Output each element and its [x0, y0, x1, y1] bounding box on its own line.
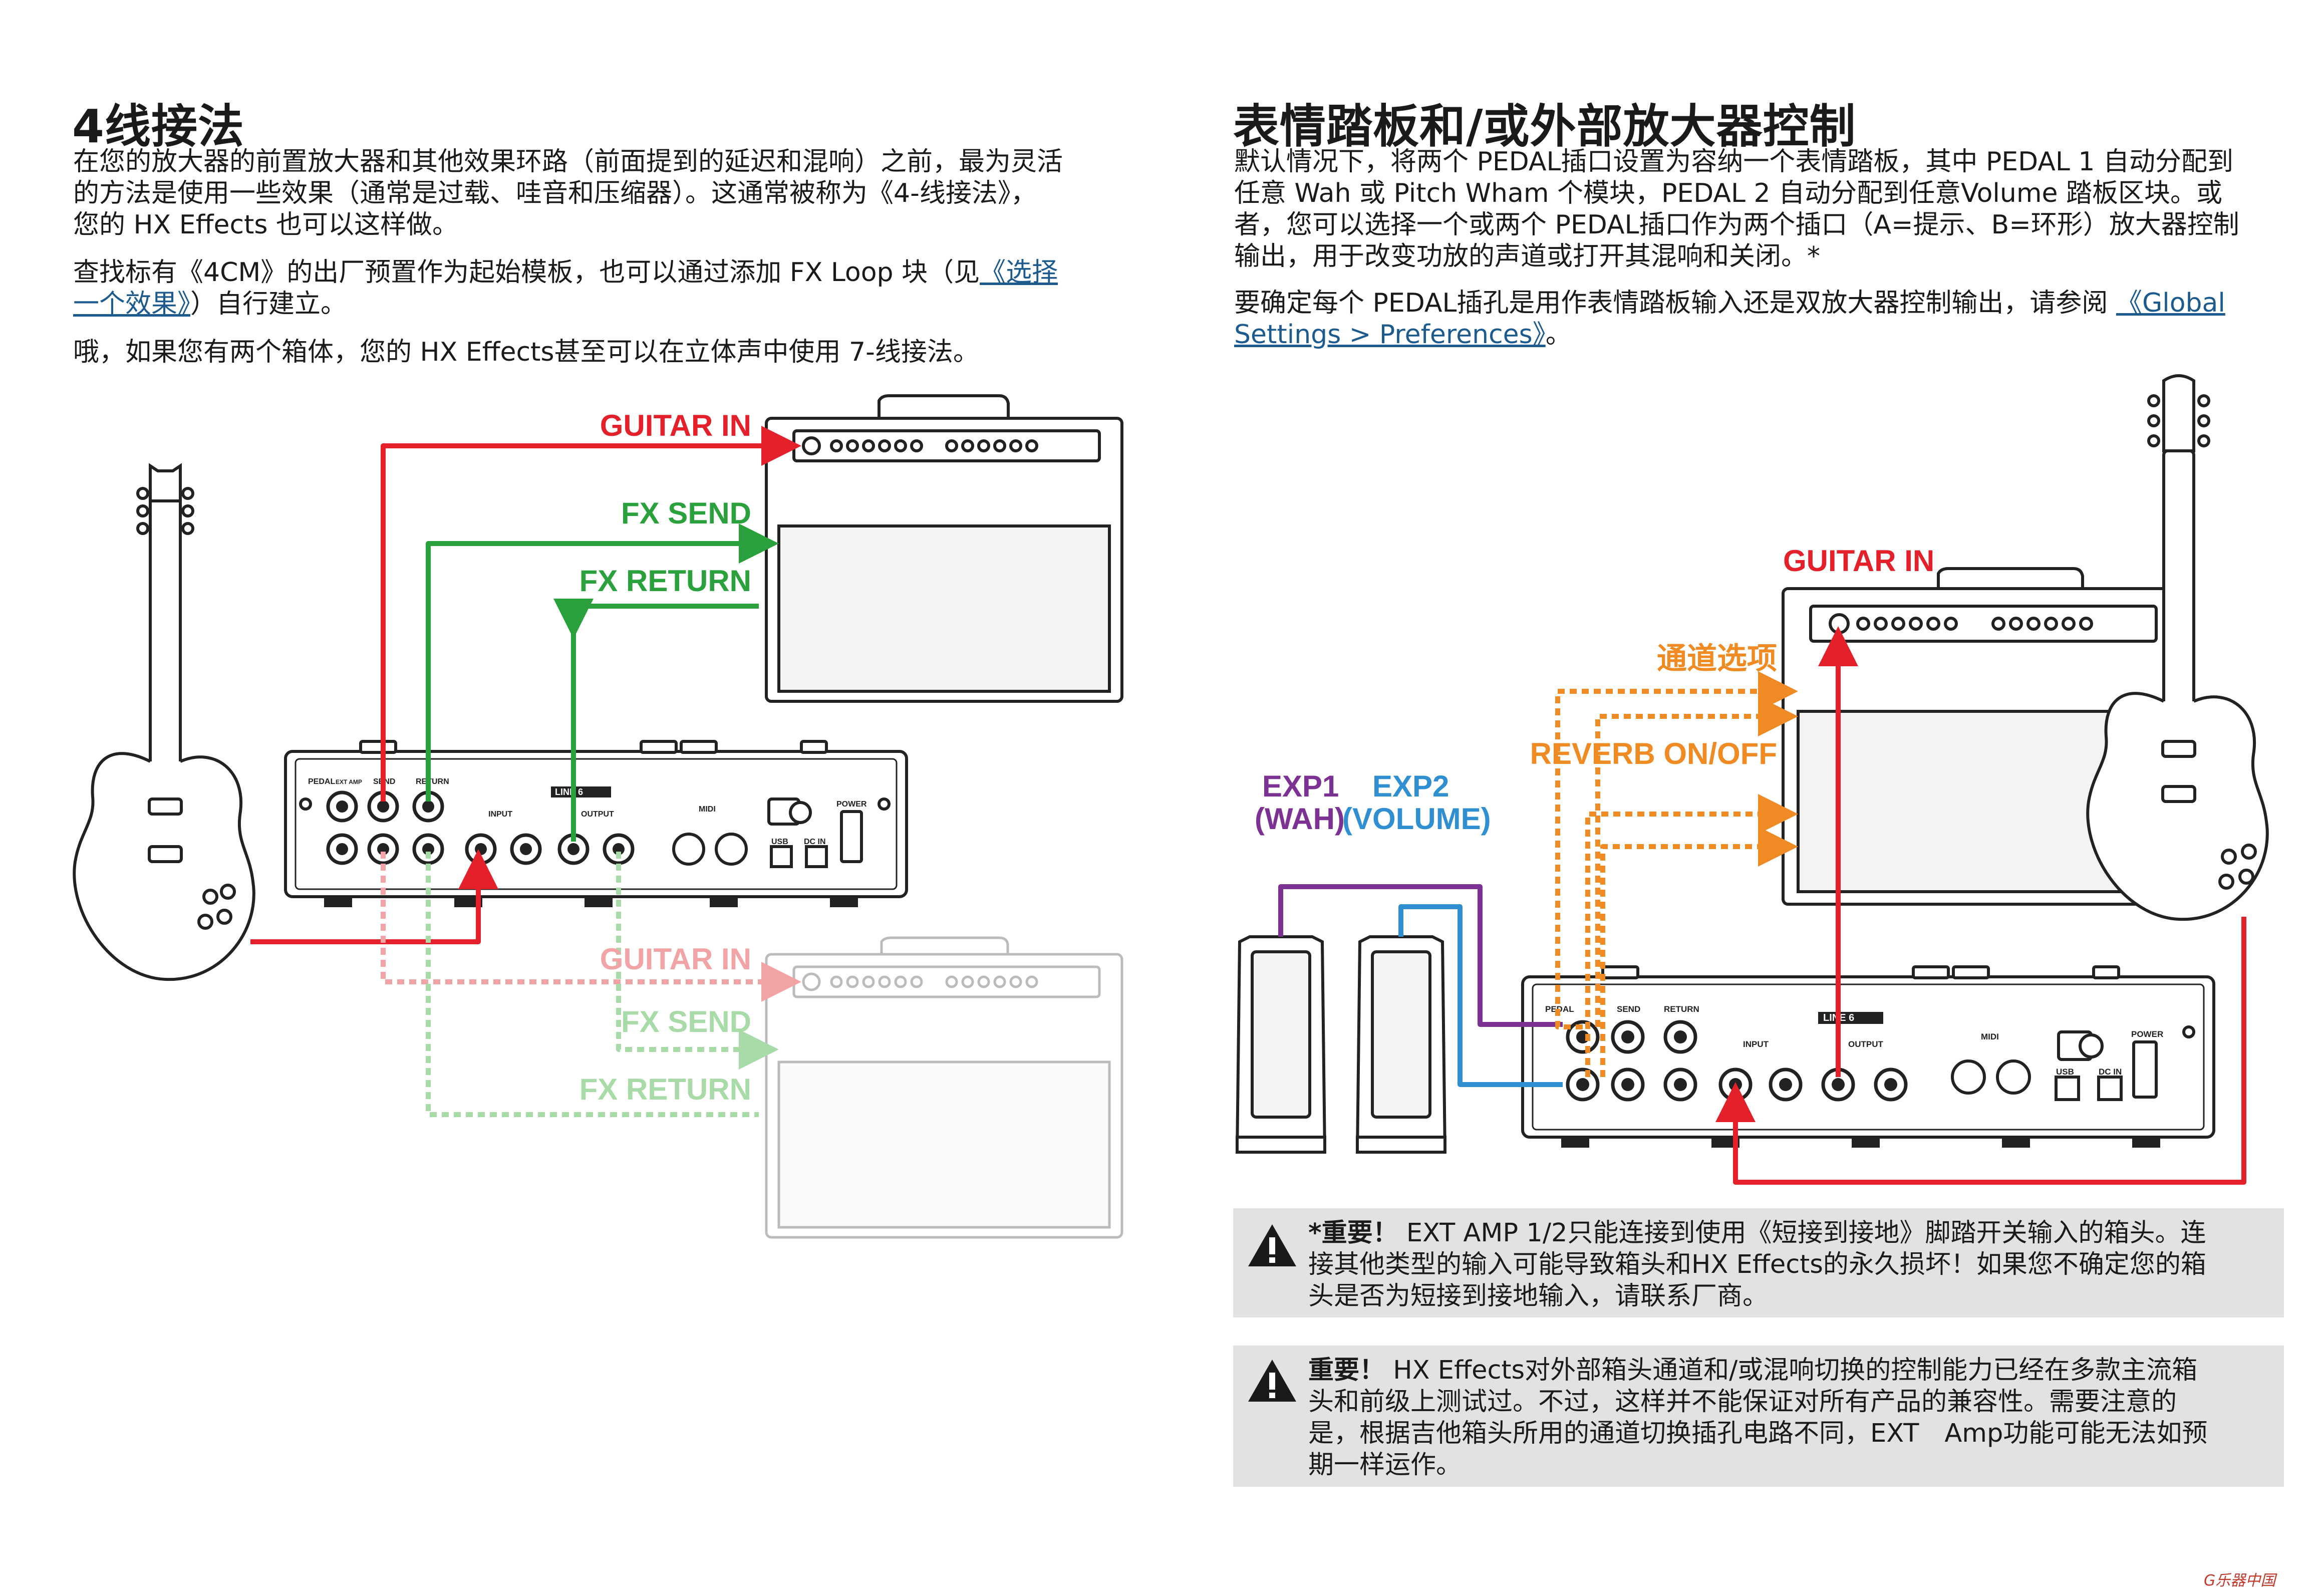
text-line: 期一样运作。 — [1308, 1450, 1462, 1480]
label-reverb-onoff: REVERB ON/OFF — [1530, 737, 1777, 770]
unit-label: DC IN — [804, 838, 826, 846]
text-line: 接其他类型的输入可能导致箱头和HX Effects的永久损坏！如果您不确定您的箱 — [1308, 1250, 2206, 1279]
label-exp2: EXP2 — [1372, 769, 1449, 803]
link-choose-effect[interactable]: 《选择 — [980, 257, 1058, 288]
amp-right — [1782, 567, 2170, 906]
paragraph-4cm-intro: 在您的放大器的前置放大器和其他效果环路（前面提到的延迟和混响）之前，最为灵活 的… — [73, 146, 1145, 241]
unit-label: USB — [771, 838, 788, 846]
cable-fx-send — [426, 523, 779, 802]
section-title-4cm: 4线接法 — [72, 100, 245, 153]
label-channel-select: 通道选项 — [1657, 642, 1777, 675]
unit-label: POWER — [836, 800, 867, 809]
paragraph-exp-prefs: 要确定每个 PEDAL插孔是用作表情踏板输入还是双放大器控制输出，请参阅 《Gl… — [1234, 288, 2291, 351]
label-fx-send-2: FX SEND — [621, 1005, 751, 1038]
text-span: 。 — [1545, 320, 1572, 350]
text-span: 要确定每个 PEDAL插孔是用作表情踏板输入还是双放大器控制输出，请参阅 — [1234, 288, 2108, 318]
label-guitar-in-right: GUITAR IN — [1783, 544, 1934, 578]
link-global-settings[interactable]: 《Global — [2116, 288, 2225, 318]
unit-labels-left: PEDAL EXT AMP SEND RETURN INPUT OUTPUT M… — [308, 777, 867, 846]
unit-label: OUTPUT — [581, 810, 614, 819]
unit-label: MIDI — [1981, 1032, 1999, 1041]
paragraph-4cm-template: 查找标有《4CM》的出厂预置作为起始模板，也可以通过添加 FX Loop 块（见… — [73, 257, 1145, 320]
text-line: 的方法是使用一些效果（通常是过载、哇音和压缩器）。这通常被称为《4-线接法》， — [73, 178, 1037, 208]
amp-top-left — [765, 394, 1123, 703]
warning-text: *重要！ EXT AMP 1/2只能连接到使用《短接到接地》脚踏开关输入的箱头。… — [1308, 1217, 2269, 1312]
text-line: 是，根据吉他箱头所用的通道切换插孔电路不同，EXT Amp功能可能无法如预 — [1308, 1419, 2208, 1448]
unit-label: MIDI — [699, 805, 716, 814]
text-line: 任意 Wah 或 Pitch Wham 个模块，PEDAL 2 自动分配到任意V… — [1234, 178, 2223, 208]
text-line: 头是否为短接到接地输入，请联系厂商。 — [1308, 1281, 1769, 1311]
warning-bold: 重要！ — [1308, 1356, 1385, 1385]
diagram-labels-right: GUITAR IN 通道选项 REVERB ON/OFF EXP1 (WAH) … — [1255, 544, 1934, 836]
section-title-exp-pedal: 表情踏板和/或外部放大器控制 — [1233, 100, 1856, 153]
cable-guitar-to-input-right — [1715, 917, 2246, 1185]
text-line: 者，您可以选择一个或两个 PEDAL插口作为两个插口（A=提示、B=环形）放大器… — [1234, 210, 2239, 240]
cable-exp1-wah — [1278, 884, 1563, 1027]
label-exp1: EXP1 — [1262, 769, 1339, 803]
cable-output-right-faded — [616, 852, 779, 1070]
unit-label: PEDAL — [308, 777, 335, 786]
warning-icon — [1248, 1224, 1296, 1266]
text-line: 默认情况下，将两个 PEDAL插口设置为容纳一个表情踏板，其中 PEDAL 1 … — [1234, 147, 2233, 177]
unit-label: RETURN — [1664, 1004, 1699, 1014]
link-choose-effect-cont[interactable]: 一个效果》 — [73, 289, 191, 319]
watermark: G乐器中国 — [2204, 1572, 2276, 1589]
unit-label: INPUT — [1743, 1039, 1769, 1049]
warning-text: 重要！ HX Effects对外部箱头通道和/或混响切换的控制能力已经在多款主流… — [1308, 1355, 2269, 1481]
cable-send-to-guitar-in — [381, 426, 801, 802]
link-global-settings-cont[interactable]: Settings > Preferences》 — [1234, 320, 1546, 350]
label-fx-return: FX RETURN — [579, 564, 751, 598]
text-span: ）自行建立。 — [190, 289, 347, 319]
paragraph-exp-intro: 默认情况下，将两个 PEDAL插口设置为容纳一个表情踏板，其中 PEDAL 1 … — [1234, 146, 2291, 273]
unit-label: EXT AMP — [336, 778, 362, 785]
warning-icon — [1248, 1360, 1296, 1402]
guitar-left — [73, 463, 255, 981]
text-line: 头和前级上测试过。不过，这样并不能保证对所有产品的兼容性。需要注意的 — [1308, 1387, 2177, 1417]
unit-label: DC IN — [2099, 1067, 2122, 1077]
label-exp2-sub: (VOLUME) — [1342, 802, 1491, 836]
warning-box-compatibility: 重要！ HX Effects对外部箱头通道和/或混响切换的控制能力已经在多款主流… — [1233, 1346, 2284, 1487]
brand-logo: LINE 6 — [555, 787, 583, 797]
cable-exp2-volume — [1398, 904, 1563, 1087]
amp-bottom-left-faded — [765, 936, 1123, 1239]
label-guitar-in-2: GUITAR IN — [600, 942, 751, 976]
unit-label: SEND — [1617, 1004, 1640, 1014]
unit-label: OUTPUT — [1848, 1039, 1884, 1049]
cable-reverb-b — [1600, 827, 1798, 1077]
paragraph-7cm: 哦，如果您有两个箱体，您的 HX Effects甚至可以在立体声中使用 7-线接… — [73, 337, 979, 367]
warning-bold: *重要！ — [1308, 1218, 1398, 1248]
unit-label: INPUT — [488, 810, 512, 819]
unit-label: POWER — [2131, 1029, 2163, 1039]
label-exp1-sub: (WAH) — [1255, 802, 1345, 836]
text-line: 您的 HX Effects 也可以这样做。 — [73, 210, 459, 240]
text-span: 查找标有《4CM》的出厂预置作为起始模板，也可以通过添加 FX Loop 块（见 — [73, 257, 980, 288]
cable-return2-faded — [426, 852, 759, 1117]
text-line: 在您的放大器的前置放大器和其他效果环路（前面提到的延迟和混响）之前，最为灵活 — [73, 147, 1063, 177]
cable-guitar-to-input — [250, 849, 498, 944]
warning-box-ext-amp: *重要！ EXT AMP 1/2只能连接到使用《短接到接地》脚踏开关输入的箱头。… — [1233, 1208, 2284, 1317]
text-line: 输出，用于改变功放的声道或打开其混响和关闭。* — [1234, 241, 1821, 272]
unit-label: RETURN — [416, 777, 449, 786]
label-fx-return-2: FX RETURN — [579, 1073, 751, 1106]
diagram-labels-left: GUITAR IN FX SEND FX RETURN GUITAR IN FX… — [579, 409, 751, 1106]
hx-effects-unit-left — [284, 740, 908, 907]
label-fx-send: FX SEND — [621, 496, 751, 530]
expression-pedals — [1235, 935, 1447, 1154]
cable-reverb-a — [1585, 794, 1798, 1077]
label-guitar-in: GUITAR IN — [600, 409, 751, 442]
text-span: EXT AMP 1/2只能连接到使用《短接到接地》脚踏开关输入的箱头。连 — [1398, 1218, 2206, 1248]
hx-effects-unit-right — [1521, 965, 2215, 1148]
unit-label: USB — [2056, 1067, 2074, 1077]
text-span: HX Effects对外部箱头通道和/或混响切换的控制能力已经在多款主流箱 — [1385, 1356, 2198, 1385]
cable-channel-a — [1555, 671, 1798, 1029]
guitar-right — [2086, 374, 2269, 921]
